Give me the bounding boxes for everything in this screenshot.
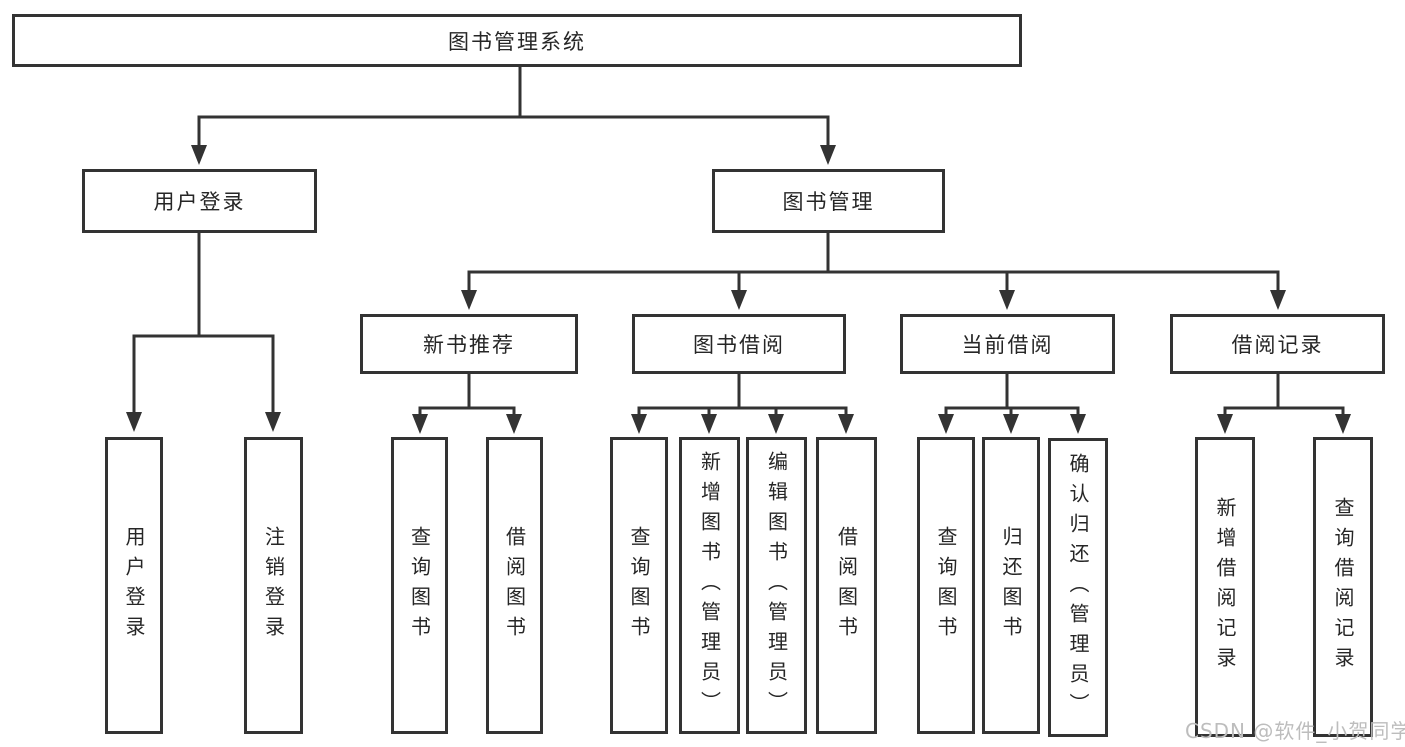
connector-new-book-subtree [418, 371, 516, 415]
leaf-borrow-books-recommend: 借阅图书 [486, 437, 543, 734]
connector-book-management-to-level3 [467, 230, 1280, 291]
leaf-query-books-recommend: 查询图书 [391, 437, 448, 734]
leaf-user-login: 用户登录 [105, 437, 163, 734]
leaf-query-books-current: 查询图书 [917, 437, 975, 734]
arrowheads-level3 [461, 290, 1286, 310]
node-borrowing-records: 借阅记录 [1170, 314, 1385, 374]
leaf-add-books-admin: 新增图书（管理员） [679, 437, 740, 734]
leaf-add-borrow-record: 新增借阅记录 [1195, 437, 1255, 737]
connector-current-borrow-subtree [944, 371, 1080, 415]
leaf-confirm-return-admin: 确认归还（管理员） [1048, 438, 1108, 737]
arrowheads-user-login-subtree [126, 412, 281, 432]
node-book-management: 图书管理 [712, 169, 945, 233]
leaf-logout: 注销登录 [244, 437, 303, 734]
node-new-book-recommendation: 新书推荐 [360, 314, 578, 374]
leaf-return-books: 归还图书 [982, 437, 1040, 734]
arrowheads-leaf-row [412, 414, 1351, 434]
node-current-borrowing: 当前借阅 [900, 314, 1115, 374]
arrowheads-level2 [191, 145, 836, 165]
connector-book-borrow-subtree [637, 371, 848, 415]
leaf-edit-books-admin: 编辑图书（管理员） [746, 437, 807, 734]
leaf-query-borrow-record: 查询借阅记录 [1313, 437, 1373, 737]
connector-user-login-subtree [132, 230, 275, 413]
node-user-login: 用户登录 [82, 169, 317, 233]
connector-root-to-level2 [197, 64, 830, 146]
leaf-query-books-borrow: 查询图书 [610, 437, 668, 734]
csdn-watermark: CSDN @软件_小贺同学 [1185, 719, 1405, 743]
connector-borrow-records-subtree [1223, 371, 1345, 415]
node-library-management-system: 图书管理系统 [12, 14, 1022, 67]
node-book-borrowing: 图书借阅 [632, 314, 846, 374]
leaf-borrow-books: 借阅图书 [816, 437, 877, 734]
